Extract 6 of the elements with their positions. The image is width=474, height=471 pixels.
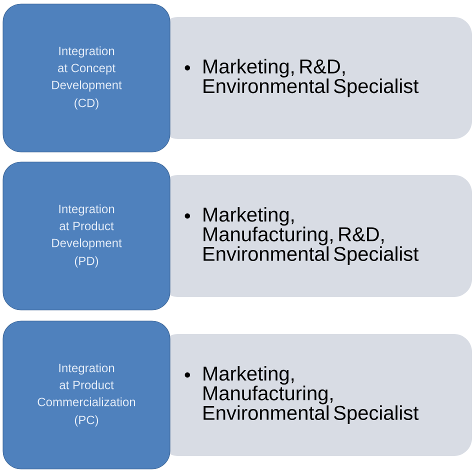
description-band: Marketing, Manufacturing, Environmental Specialist: [160, 334, 472, 456]
description-band: Marketing, Manufacturing, R&D, Environmental Specialist: [160, 175, 472, 297]
stage-box: Integration at Product Commercialization (PC): [2, 320, 170, 470]
stage-box: Integration at Product Development (PD): [2, 162, 170, 310]
stage-box: Integration at Concept Development (CD): [2, 4, 170, 152]
description-band: Marketing, R&D, Environmental Specialist: [160, 17, 472, 139]
